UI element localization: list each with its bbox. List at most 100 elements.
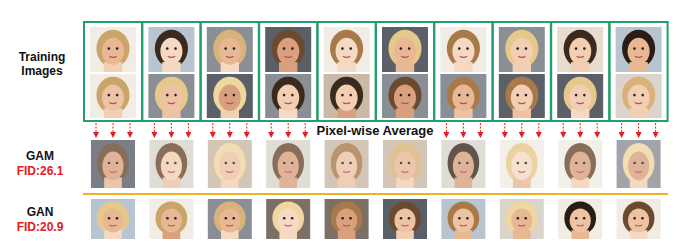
- eye-dot: [641, 217, 644, 220]
- mouth-line: [460, 56, 467, 57]
- mouth-line: [343, 171, 350, 172]
- hair-shape: [448, 143, 480, 183]
- face-shape: [102, 38, 124, 65]
- face-shape: [511, 209, 532, 233]
- face-shape: [102, 209, 123, 233]
- face-photo: [616, 74, 662, 118]
- face-photo: [499, 27, 545, 72]
- hair-shape: [506, 143, 538, 183]
- face-photo: [557, 74, 603, 118]
- mouth-line: [343, 56, 350, 57]
- eye-dot: [583, 94, 586, 97]
- mouth-line: [577, 56, 584, 57]
- eye-dot: [583, 217, 586, 220]
- eye-dot: [108, 217, 111, 220]
- face-photo: [383, 199, 427, 239]
- eye-dot: [116, 217, 119, 220]
- hair-shape: [272, 77, 305, 114]
- mouth-line: [635, 56, 642, 57]
- eye-dot: [633, 217, 636, 220]
- eye-dot: [108, 94, 111, 97]
- face-photo: [617, 140, 661, 188]
- photo-background: [616, 74, 662, 118]
- eye-dot: [283, 162, 286, 165]
- hair-shape: [272, 201, 304, 235]
- face-shape: [570, 152, 591, 181]
- face-shape: [160, 38, 182, 65]
- eye-dot: [349, 47, 352, 50]
- face-shape: [161, 152, 182, 181]
- photo-background: [208, 199, 252, 239]
- face-photo: [149, 140, 193, 188]
- face-shape: [394, 85, 416, 111]
- mouth-line: [168, 225, 175, 226]
- column-frame: [84, 22, 142, 121]
- eye-dot: [524, 217, 527, 220]
- eye-dot: [516, 94, 519, 97]
- average-arrow: [580, 123, 581, 137]
- eye-dot: [233, 47, 236, 50]
- photo-background: [91, 140, 135, 188]
- eye-dot: [349, 94, 352, 97]
- eye-dot: [516, 47, 519, 50]
- photo-background: [149, 140, 193, 188]
- average-arrow: [212, 123, 213, 137]
- mouth-line: [109, 56, 116, 57]
- face-photo: [90, 27, 136, 72]
- photo-background: [325, 140, 369, 188]
- mouth-line: [285, 225, 292, 226]
- photo-background: [265, 74, 311, 118]
- face-photo: [149, 199, 193, 239]
- eye-dot: [224, 47, 227, 50]
- face-photo: [499, 74, 545, 118]
- eye-dot: [232, 217, 235, 220]
- eye-dot: [400, 162, 403, 165]
- face-shape: [219, 38, 241, 65]
- face-photo: [557, 27, 603, 72]
- eye-dot: [174, 162, 177, 165]
- face-photo: [383, 140, 427, 188]
- hair-shape: [213, 30, 246, 68]
- average-arrows: [96, 123, 656, 137]
- face-photo: [148, 74, 194, 118]
- hair-shape: [331, 201, 363, 235]
- photo-background: [207, 27, 253, 72]
- eye-dot: [633, 162, 636, 165]
- score-label: FID:20.9: [17, 220, 64, 234]
- mouth-line: [109, 225, 116, 226]
- eye-dot: [341, 47, 344, 50]
- eye-dot: [466, 94, 469, 97]
- hair-shape: [214, 201, 246, 235]
- hair-shape: [97, 201, 129, 235]
- hair-shape: [564, 77, 597, 114]
- eye-dot: [116, 94, 119, 97]
- face-shape: [336, 38, 358, 65]
- eye-dot: [174, 217, 177, 220]
- photo-background: [383, 199, 427, 239]
- eye-dot: [233, 94, 236, 97]
- mouth-line: [285, 56, 292, 57]
- face-shape: [511, 38, 533, 65]
- photo-background: [441, 199, 485, 239]
- face-photo: [440, 74, 486, 118]
- face-photo: [325, 199, 369, 239]
- face-photo: [558, 140, 602, 188]
- face-photo: [617, 199, 661, 239]
- face-shape: [219, 152, 240, 181]
- mouth-line: [577, 171, 584, 172]
- eye-dot: [174, 47, 177, 50]
- hair-shape: [96, 77, 129, 114]
- average-arrow: [521, 123, 522, 137]
- photo-background: [266, 140, 310, 188]
- face-photo: [441, 140, 485, 188]
- mouth-line: [109, 103, 116, 104]
- face-photo: [91, 140, 135, 188]
- hair-shape: [388, 30, 421, 68]
- eye-dot: [408, 47, 411, 50]
- hair-shape: [622, 30, 655, 68]
- mouth-line: [577, 103, 584, 104]
- average-arrow: [246, 123, 247, 137]
- photo-background: [265, 27, 311, 72]
- eye-dot: [349, 217, 352, 220]
- eye-dot: [408, 162, 411, 165]
